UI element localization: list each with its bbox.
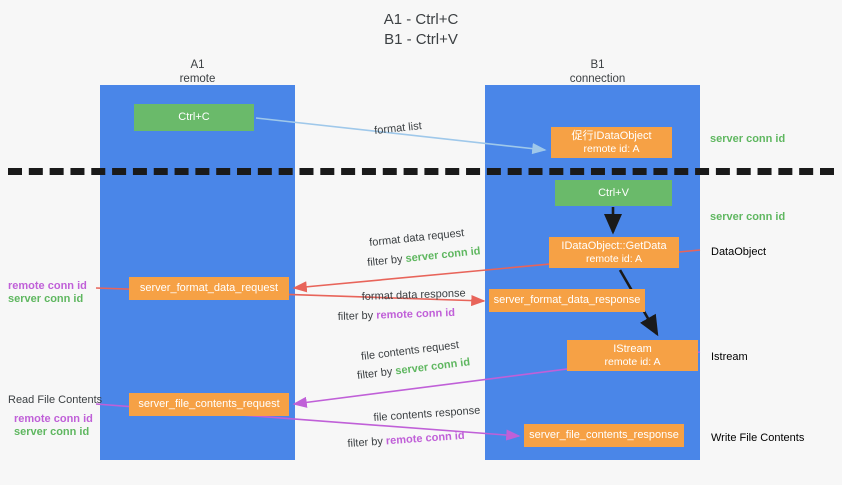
node-istream[interactable]: IStream remote id: A bbox=[567, 340, 698, 371]
node-format-data-request-label: server_format_data_request bbox=[139, 282, 279, 294]
node-server-format-data-request[interactable]: server_format_data_request bbox=[129, 277, 289, 300]
right-label-server-conn-id-top: server conn id bbox=[710, 133, 786, 145]
node-file-contents-request-label: server_file_contents_request bbox=[138, 398, 280, 410]
lane-header-b1: B1 connection bbox=[530, 58, 665, 86]
node-server-file-contents-request[interactable]: server_file_contents_request bbox=[129, 393, 289, 416]
node-istream-label: IStream bbox=[613, 342, 652, 355]
lane-header-a1: A1 remote bbox=[130, 58, 265, 86]
right-label-dataobject: DataObject bbox=[711, 246, 767, 258]
node-istream-sub: remote id: A bbox=[604, 355, 661, 368]
left-label-read-file-contents: Read File Contents bbox=[8, 394, 103, 406]
title-line-1: A1 - Ctrl+C bbox=[383, 11, 459, 28]
node-ctrl-c[interactable]: Ctrl+C bbox=[134, 104, 254, 131]
node-ctrl-c-label: Ctrl+C bbox=[178, 111, 210, 123]
left-label-server-conn-id-2: server conn id bbox=[14, 426, 90, 438]
right-label-server-conn-id-mid: server conn id bbox=[710, 211, 786, 223]
left-label-remote-conn-id-1: remote conn id bbox=[8, 280, 87, 292]
node-server-file-contents-response[interactable]: server_file_contents_response bbox=[524, 424, 684, 447]
node-idataobject[interactable]: 促行IDataObject remote id: A bbox=[551, 127, 672, 158]
lane-a1-role: remote bbox=[179, 73, 216, 85]
left-label-remote-conn-id-2: remote conn id bbox=[14, 413, 93, 425]
lane-a1-name: A1 bbox=[190, 59, 205, 71]
filter-value-remote-conn-id: remote conn id bbox=[376, 306, 456, 322]
node-getdata-sub: remote id: A bbox=[585, 252, 643, 265]
lane-b1-role: connection bbox=[569, 73, 626, 85]
filter-prefix: filter by bbox=[347, 435, 387, 451]
node-file-contents-response-label: server_file_contents_response bbox=[529, 429, 679, 441]
node-server-format-data-response[interactable]: server_format_data_response bbox=[489, 289, 645, 312]
left-label-server-conn-id-1: server conn id bbox=[8, 293, 84, 305]
node-ctrl-v-label: Ctrl+V bbox=[598, 186, 629, 199]
right-label-istream: Istream bbox=[711, 351, 748, 363]
title-line-2: B1 - Ctrl+V bbox=[384, 31, 458, 48]
node-getdata-label: IDataObject::GetData bbox=[561, 239, 667, 252]
node-format-data-response-label: server_format_data_response bbox=[493, 294, 641, 306]
lane-b1-name: B1 bbox=[590, 59, 605, 71]
node-idataobject-label: 促行IDataObject bbox=[571, 129, 652, 142]
node-ctrl-v[interactable]: Ctrl+V bbox=[555, 180, 672, 206]
phase-divider bbox=[8, 168, 834, 175]
filter-prefix: filter by bbox=[337, 309, 377, 324]
arrow-format-list bbox=[255, 117, 547, 155]
diagram-title: A1 - Ctrl+C B1 - Ctrl+V bbox=[0, 10, 842, 50]
node-idataobject-sub: remote id: A bbox=[583, 142, 640, 155]
node-idataobject-getdata[interactable]: IDataObject::GetData remote id: A bbox=[549, 237, 679, 268]
right-label-write-file-contents: Write File Contents bbox=[711, 432, 805, 444]
